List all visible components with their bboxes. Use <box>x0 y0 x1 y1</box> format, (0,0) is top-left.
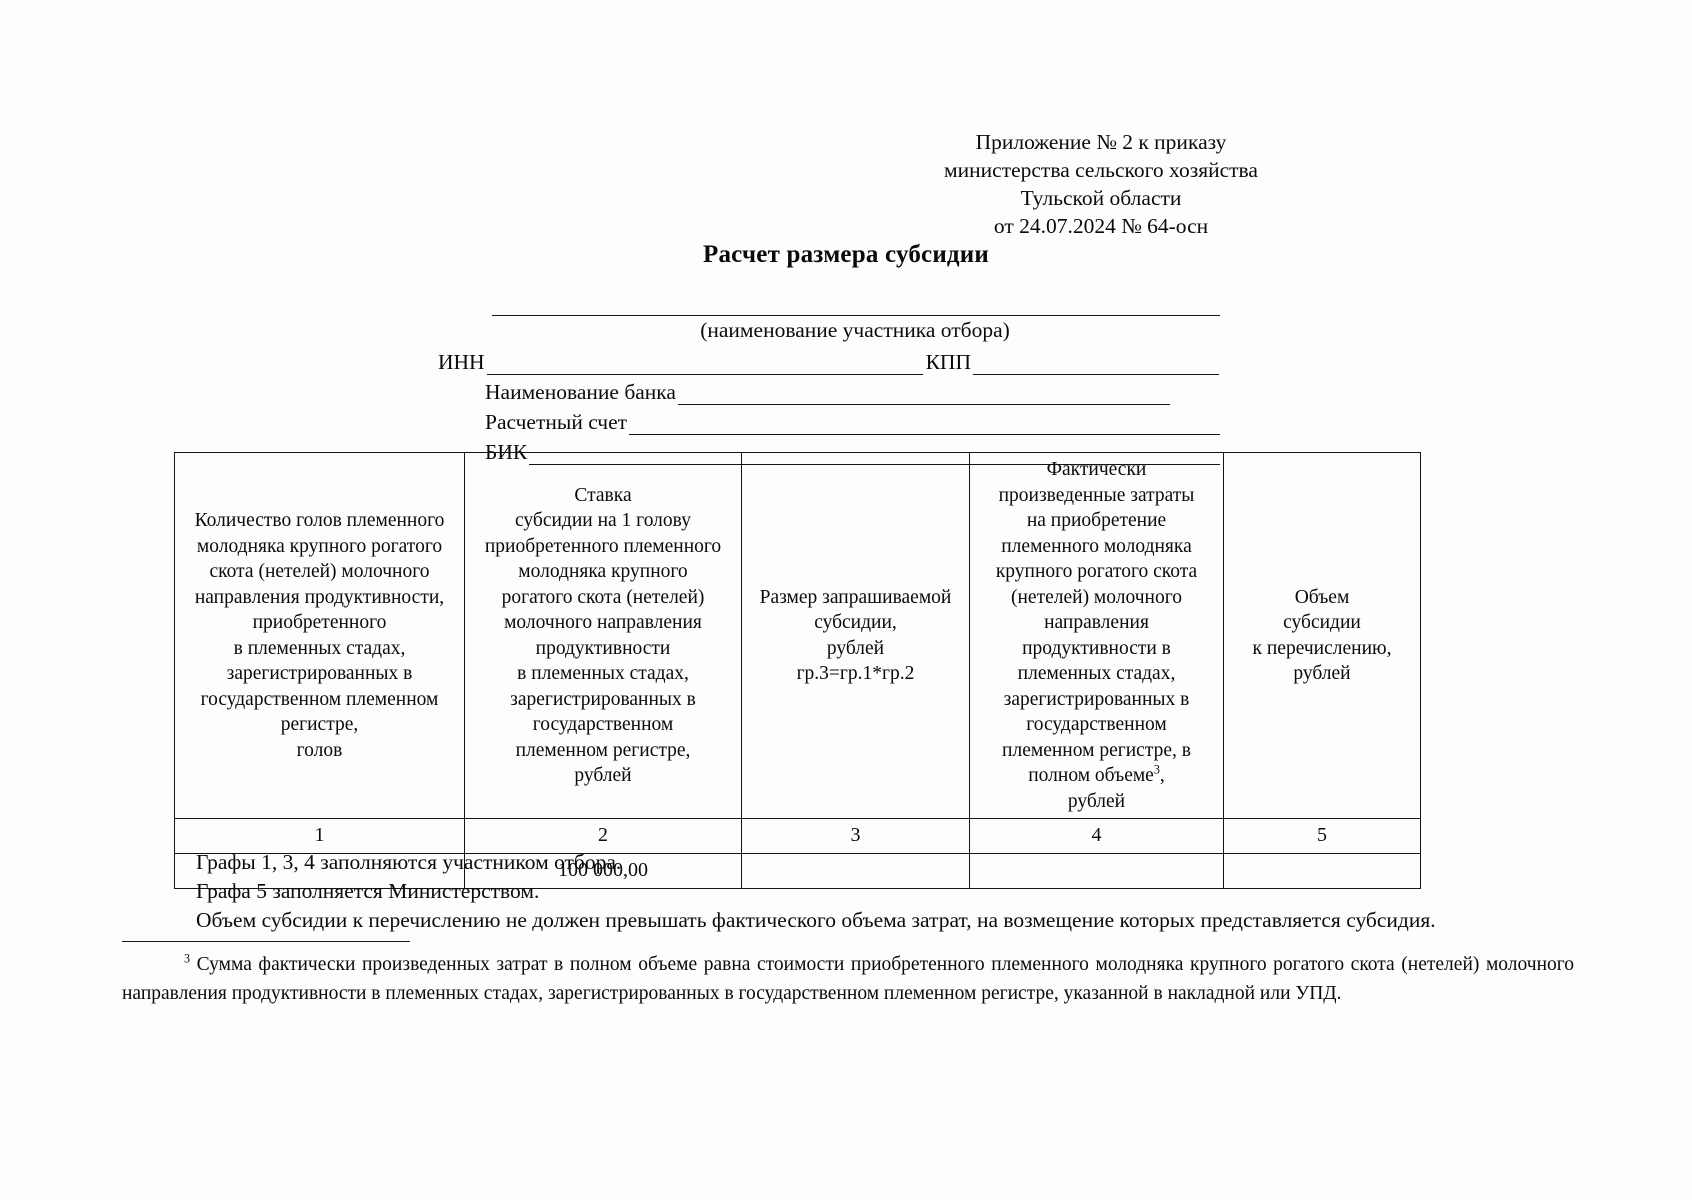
col2-line-1: Ставка <box>574 484 632 506</box>
appendix-reference-block: Приложение № 2 к приказу министерства се… <box>866 128 1336 240</box>
col2-line-2: субсидии на 1 голову <box>515 510 691 531</box>
header-cell-rate: Ставка субсидии на 1 голову приобретенно… <box>464 452 742 819</box>
col2-line-9: зарегистрированных в <box>510 688 696 710</box>
col2-line-12: рублей <box>574 765 632 786</box>
footnote-number: 3 <box>184 951 191 966</box>
appendix-line-4: от 24.07.2024 № 64-осн <box>993 214 1209 238</box>
page-title: Расчет размера субсидии <box>703 241 989 268</box>
footnote: 3 Сумма фактически произведенных затрат … <box>122 950 1574 1008</box>
col3-line-2: субсидии, <box>814 612 897 633</box>
col2-line-3: приобретенного племенного <box>484 535 722 557</box>
col4-line-8: продуктивности в <box>1022 637 1171 659</box>
col5-line-4: рублей <box>1293 663 1351 684</box>
col1-line-7: зарегистрированных в <box>226 663 413 684</box>
col5-line-3: к перечислению, <box>1252 637 1392 659</box>
col4-line-3: на приобретение <box>1026 510 1167 531</box>
col4-line-11: государственном <box>1026 714 1167 735</box>
bank-name-label: Наименование банка <box>485 380 676 404</box>
subsidy-calculation-table: Количество голов племенного молодняка кр… <box>174 452 1421 889</box>
col2-line-10: государственном <box>532 714 674 735</box>
participant-name-caption: (наименование участника отбора) <box>700 318 1010 342</box>
kpp-input[interactable] <box>973 354 1219 375</box>
col1-line-5: приобретенного <box>252 612 387 633</box>
table-notes: Графы 1, 3, 4 заполняются участником отб… <box>196 848 1496 935</box>
cell-quantity-value[interactable] <box>174 853 465 889</box>
col1-line-3: скота (нетелей) молочного <box>209 561 430 582</box>
bank-name-input[interactable] <box>677 384 1170 405</box>
inn-label: ИНН <box>438 350 485 374</box>
inn-input[interactable] <box>486 354 923 375</box>
inn-kpp-row: ИНН КПП <box>438 345 1220 375</box>
account-row: Расчетный счет <box>485 405 1220 435</box>
col3-line-4: гр.3=гр.1*гр.2 <box>796 663 915 684</box>
appendix-line-2: министерства сельского хозяйства <box>944 158 1258 182</box>
col4-line-14: рублей <box>1067 790 1126 812</box>
col1-line-8: государственном племенном <box>200 688 439 710</box>
col4-line-2: произведенные затраты <box>998 484 1195 506</box>
cell-subsidy-volume-value[interactable] <box>1223 853 1421 889</box>
col4-line-6: (нетелей) молочного <box>1010 586 1182 608</box>
col4-line-4: племенного молодняка <box>1001 535 1192 557</box>
bank-name-row: Наименование банка <box>485 375 1220 405</box>
col2-line-4: молодняка крупного <box>518 561 688 582</box>
header-cell-quantity: Количество голов племенного молодняка кр… <box>174 452 465 819</box>
col4-line-5: крупного рогатого скота <box>995 561 1198 582</box>
footnote-marker-superscript: 3 <box>1153 762 1160 777</box>
col1-line-2: молодняка крупного рогатого <box>196 535 443 557</box>
col4-line-7: направления <box>1044 612 1149 633</box>
col5-line-2: субсидии <box>1283 612 1361 633</box>
table-row: 100 000,00 <box>174 853 1421 889</box>
col1-line-1: Количество голов племенного <box>194 510 445 531</box>
col2-line-5: рогатого скота (нетелей) <box>501 586 705 608</box>
col2-line-8: в племенных стадах, <box>517 663 689 684</box>
col1-line-9: регистре, <box>280 714 359 735</box>
column-number-4: 4 <box>969 818 1224 854</box>
col4-line-12: племенном регистре, в <box>1002 739 1191 761</box>
kpp-label: КПП <box>925 350 971 374</box>
col3-line-1: Размер запрашиваемой <box>759 586 952 608</box>
col2-line-6: молочного направления <box>504 612 702 633</box>
col1-line-4: направления продуктивности, <box>194 586 445 608</box>
col5-line-1: Объем <box>1294 586 1350 608</box>
note-line-3: Объем субсидии к перечислению не должен … <box>196 908 1436 932</box>
participant-name-field[interactable] <box>420 288 1220 316</box>
header-cell-actual-costs: Фактически произведенные затраты на прио… <box>969 452 1224 819</box>
account-label: Расчетный счет <box>485 410 628 434</box>
footnote-separator <box>122 941 410 942</box>
participant-name-input[interactable] <box>492 295 1220 316</box>
note-line-2: Графа 5 заполняется Министерством. <box>196 879 540 903</box>
col4-comma: , <box>1159 765 1165 786</box>
col1-line-6: в племенных стадах, <box>233 637 406 659</box>
header-cell-subsidy-volume: Объем субсидии к перечислению, рублей <box>1223 452 1421 819</box>
col4-line-1: Фактически <box>1046 459 1147 480</box>
appendix-line-3: Тульской области <box>1020 186 1182 210</box>
col3-line-3: рублей <box>826 637 885 659</box>
header-cell-requested-amount: Размер запрашиваемой субсидии, рублей гр… <box>741 452 970 819</box>
column-number-2: 2 <box>464 818 742 854</box>
col4-line-13: полном объеме <box>1028 765 1154 786</box>
col1-line-10: голов <box>296 739 343 761</box>
table-header-row: Количество голов племенного молодняка кр… <box>174 452 1421 819</box>
cell-actual-costs-value[interactable] <box>969 853 1224 889</box>
account-input[interactable] <box>629 414 1220 435</box>
appendix-line-1: Приложение № 2 к приказу <box>975 130 1227 154</box>
footnote-text: Сумма фактически произведенных затрат в … <box>122 954 1575 1004</box>
cell-rate-value[interactable]: 100 000,00 <box>464 853 742 889</box>
note-line-1: Графы 1, 3, 4 заполняются участником отб… <box>196 850 622 874</box>
form-fields: (наименование участника отбора) ИНН КПП … <box>420 288 1220 465</box>
col2-line-11: племенном регистре, <box>515 739 691 761</box>
col4-line-10: зарегистрированных в <box>1003 688 1190 710</box>
col2-line-7: продуктивности <box>535 637 671 659</box>
col4-line-9: племенных стадах, <box>1017 663 1176 684</box>
